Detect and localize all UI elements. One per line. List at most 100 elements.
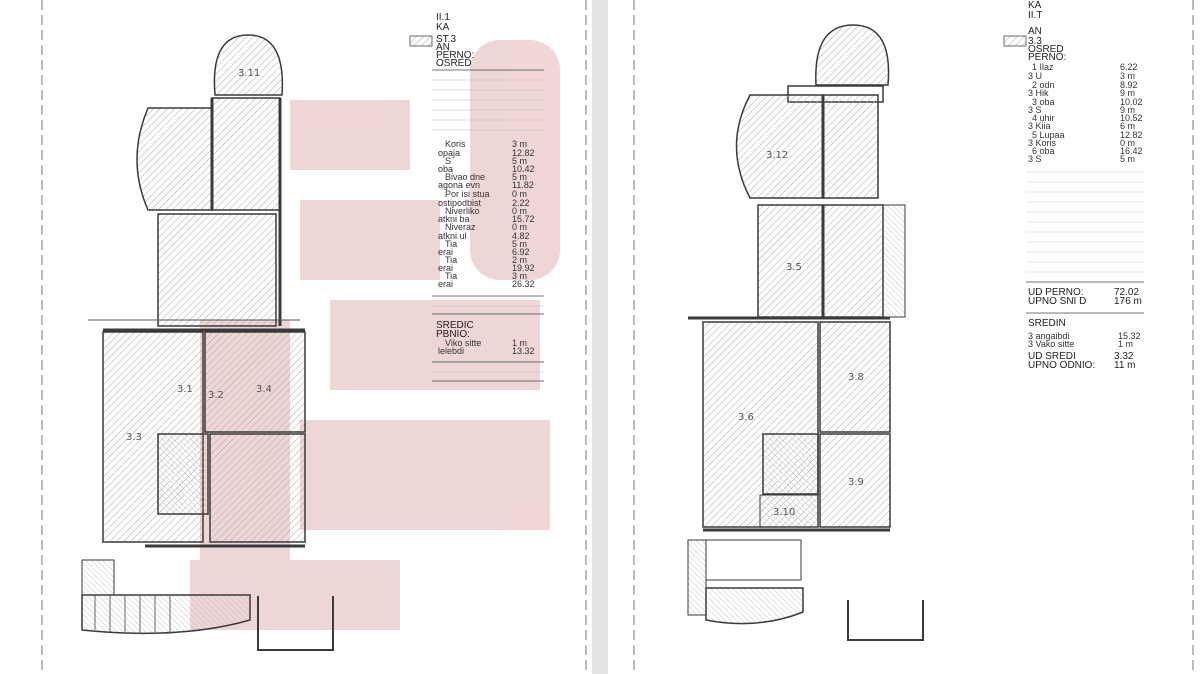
svg-text:2 odn: 2 odn (1032, 80, 1055, 90)
svg-text:10.02: 10.02 (1120, 97, 1143, 107)
room-label: 3.10 (773, 507, 795, 518)
svg-text:2.22: 2.22 (512, 198, 530, 208)
right-floor-plan: 3.12 3.5 3.6 3.8 3.9 3.10 KA II.T AN 3.3… (633, 0, 1194, 674)
room-label: 3.11 (238, 68, 260, 79)
svg-text:9 m: 9 m (1120, 105, 1135, 115)
svg-text:3 U: 3 U (1028, 71, 1042, 81)
svg-text:Tia: Tia (445, 271, 457, 281)
svg-text:S: S (445, 156, 451, 166)
svg-text:PERNO:: PERNO: (436, 50, 474, 61)
svg-text:AN: AN (1028, 26, 1042, 37)
svg-text:3 oba: 3 oba (1032, 97, 1055, 107)
svg-text:ostipodbist: ostipodbist (438, 198, 482, 208)
room-label: 3.9 (848, 477, 864, 488)
svg-text:opaja: opaja (438, 148, 460, 158)
svg-text:3 m: 3 m (512, 139, 527, 149)
svg-text:6.22: 6.22 (1120, 62, 1138, 72)
room-upper-hall (211, 97, 281, 211)
svg-text:3 Kiia: 3 Kiia (1028, 121, 1051, 131)
room-3-12 (735, 94, 824, 199)
svg-text:1 m: 1 m (512, 338, 527, 348)
room-label: 3.8 (848, 372, 864, 383)
svg-text:UD PERNO:: UD PERNO: (1028, 287, 1084, 298)
room-label: 3.4 (256, 384, 272, 395)
room-3-4 (204, 331, 306, 433)
svg-text:3 Vako sitte: 3 Vako sitte (1028, 339, 1074, 349)
svg-text:8.92: 8.92 (1120, 80, 1138, 90)
svg-text:5 m: 5 m (1120, 154, 1135, 164)
room-3-5 (757, 204, 884, 318)
svg-text:10.42: 10.42 (512, 164, 535, 174)
svg-text:II.1: II.1 (436, 12, 450, 23)
svg-text:15.32: 15.32 (1118, 331, 1141, 341)
svg-text:1 m: 1 m (1118, 339, 1133, 349)
svg-text:176 m: 176 m (1114, 296, 1142, 307)
room-label: 3.1 (177, 384, 193, 395)
svg-text:0 m: 0 m (512, 206, 527, 216)
svg-text:6 oba: 6 oba (1032, 146, 1055, 156)
svg-text:Bivao dne: Bivao dne (445, 172, 485, 182)
room-bath (762, 433, 819, 495)
room-label: 3.3 (126, 432, 142, 443)
svg-text:Niveraz: Niveraz (445, 222, 476, 232)
svg-text:0 m: 0 m (512, 189, 527, 199)
svg-text:5 Lupaa: 5 Lupaa (1032, 130, 1065, 140)
svg-text:16.42: 16.42 (1120, 146, 1143, 156)
svg-text:Koris: Koris (445, 139, 466, 149)
svg-text:SREDIN: SREDIN (1028, 318, 1066, 329)
svg-text:3 m: 3 m (1120, 71, 1135, 81)
room-upper-hall (822, 94, 879, 199)
svg-text:PBNIO:: PBNIO: (436, 329, 470, 340)
svg-text:5 m: 5 m (512, 156, 527, 166)
room-middle (157, 213, 277, 327)
svg-text:3 S: 3 S (1028, 105, 1042, 115)
svg-text:3 S: 3 S (1028, 154, 1042, 164)
svg-text:Niverliko: Niverliko (445, 206, 480, 216)
svg-text:3 Koris: 3 Koris (1028, 138, 1057, 148)
svg-text:oba: oba (438, 164, 453, 174)
svg-text:UPNO ODNIO:: UPNO ODNIO: (1028, 360, 1095, 371)
svg-text:OSRED: OSRED (436, 58, 472, 69)
walls (688, 95, 890, 532)
svg-text:0 m: 0 m (512, 222, 527, 232)
walls (103, 98, 305, 548)
staircase (687, 539, 924, 641)
svg-text:Tia: Tia (445, 255, 457, 265)
staircase (81, 559, 334, 651)
svg-text:PERNO:: PERNO: (1028, 52, 1066, 63)
room-side-strip (882, 204, 906, 318)
left-floor-plan-sheet: 3.11 3.1 3.4 3.2 3.3 II.1 KA ST.3 AN PER… (0, 0, 592, 674)
svg-text:3.3: 3.3 (1028, 36, 1042, 47)
svg-text:Viko sitte: Viko sitte (445, 338, 481, 348)
svg-text:3 Hik: 3 Hik (1028, 88, 1049, 98)
svg-text:UD SREDI: UD SREDI (1028, 351, 1076, 362)
svg-text:agona evn: agona evn (438, 180, 480, 190)
svg-text:KA: KA (1028, 0, 1042, 11)
svg-text:11 m: 11 m (1114, 360, 1136, 371)
room-3-9 (819, 433, 891, 528)
svg-text:3 m: 3 m (512, 271, 527, 281)
svg-text:5 m: 5 m (512, 172, 527, 182)
svg-text:9 m: 9 m (1120, 88, 1135, 98)
room-label: 3.6 (738, 412, 754, 423)
svg-text:12.82: 12.82 (512, 148, 535, 158)
svg-text:0 m: 0 m (1120, 138, 1135, 148)
svg-text:Tia: Tia (445, 239, 457, 249)
svg-text:26.32: 26.32 (512, 279, 535, 289)
room-label: 3.2 (208, 390, 224, 401)
svg-text:10.52: 10.52 (1120, 113, 1143, 123)
svg-text:Por isi stua: Por isi stua (445, 189, 490, 199)
svg-text:SREDIC: SREDIC (436, 320, 474, 331)
svg-text:erai: erai (438, 247, 453, 257)
room-top-round (815, 24, 890, 86)
svg-text:atkni ul: atkni ul (438, 231, 467, 241)
svg-text:KA: KA (436, 22, 450, 33)
svg-text:15.72: 15.72 (512, 214, 535, 224)
room-upper-oval (136, 107, 213, 211)
room-3-3 (209, 433, 306, 543)
svg-text:erai: erai (438, 279, 453, 289)
svg-text:4 uhir: 4 uhir (1032, 113, 1055, 123)
svg-text:6.92: 6.92 (512, 247, 530, 257)
